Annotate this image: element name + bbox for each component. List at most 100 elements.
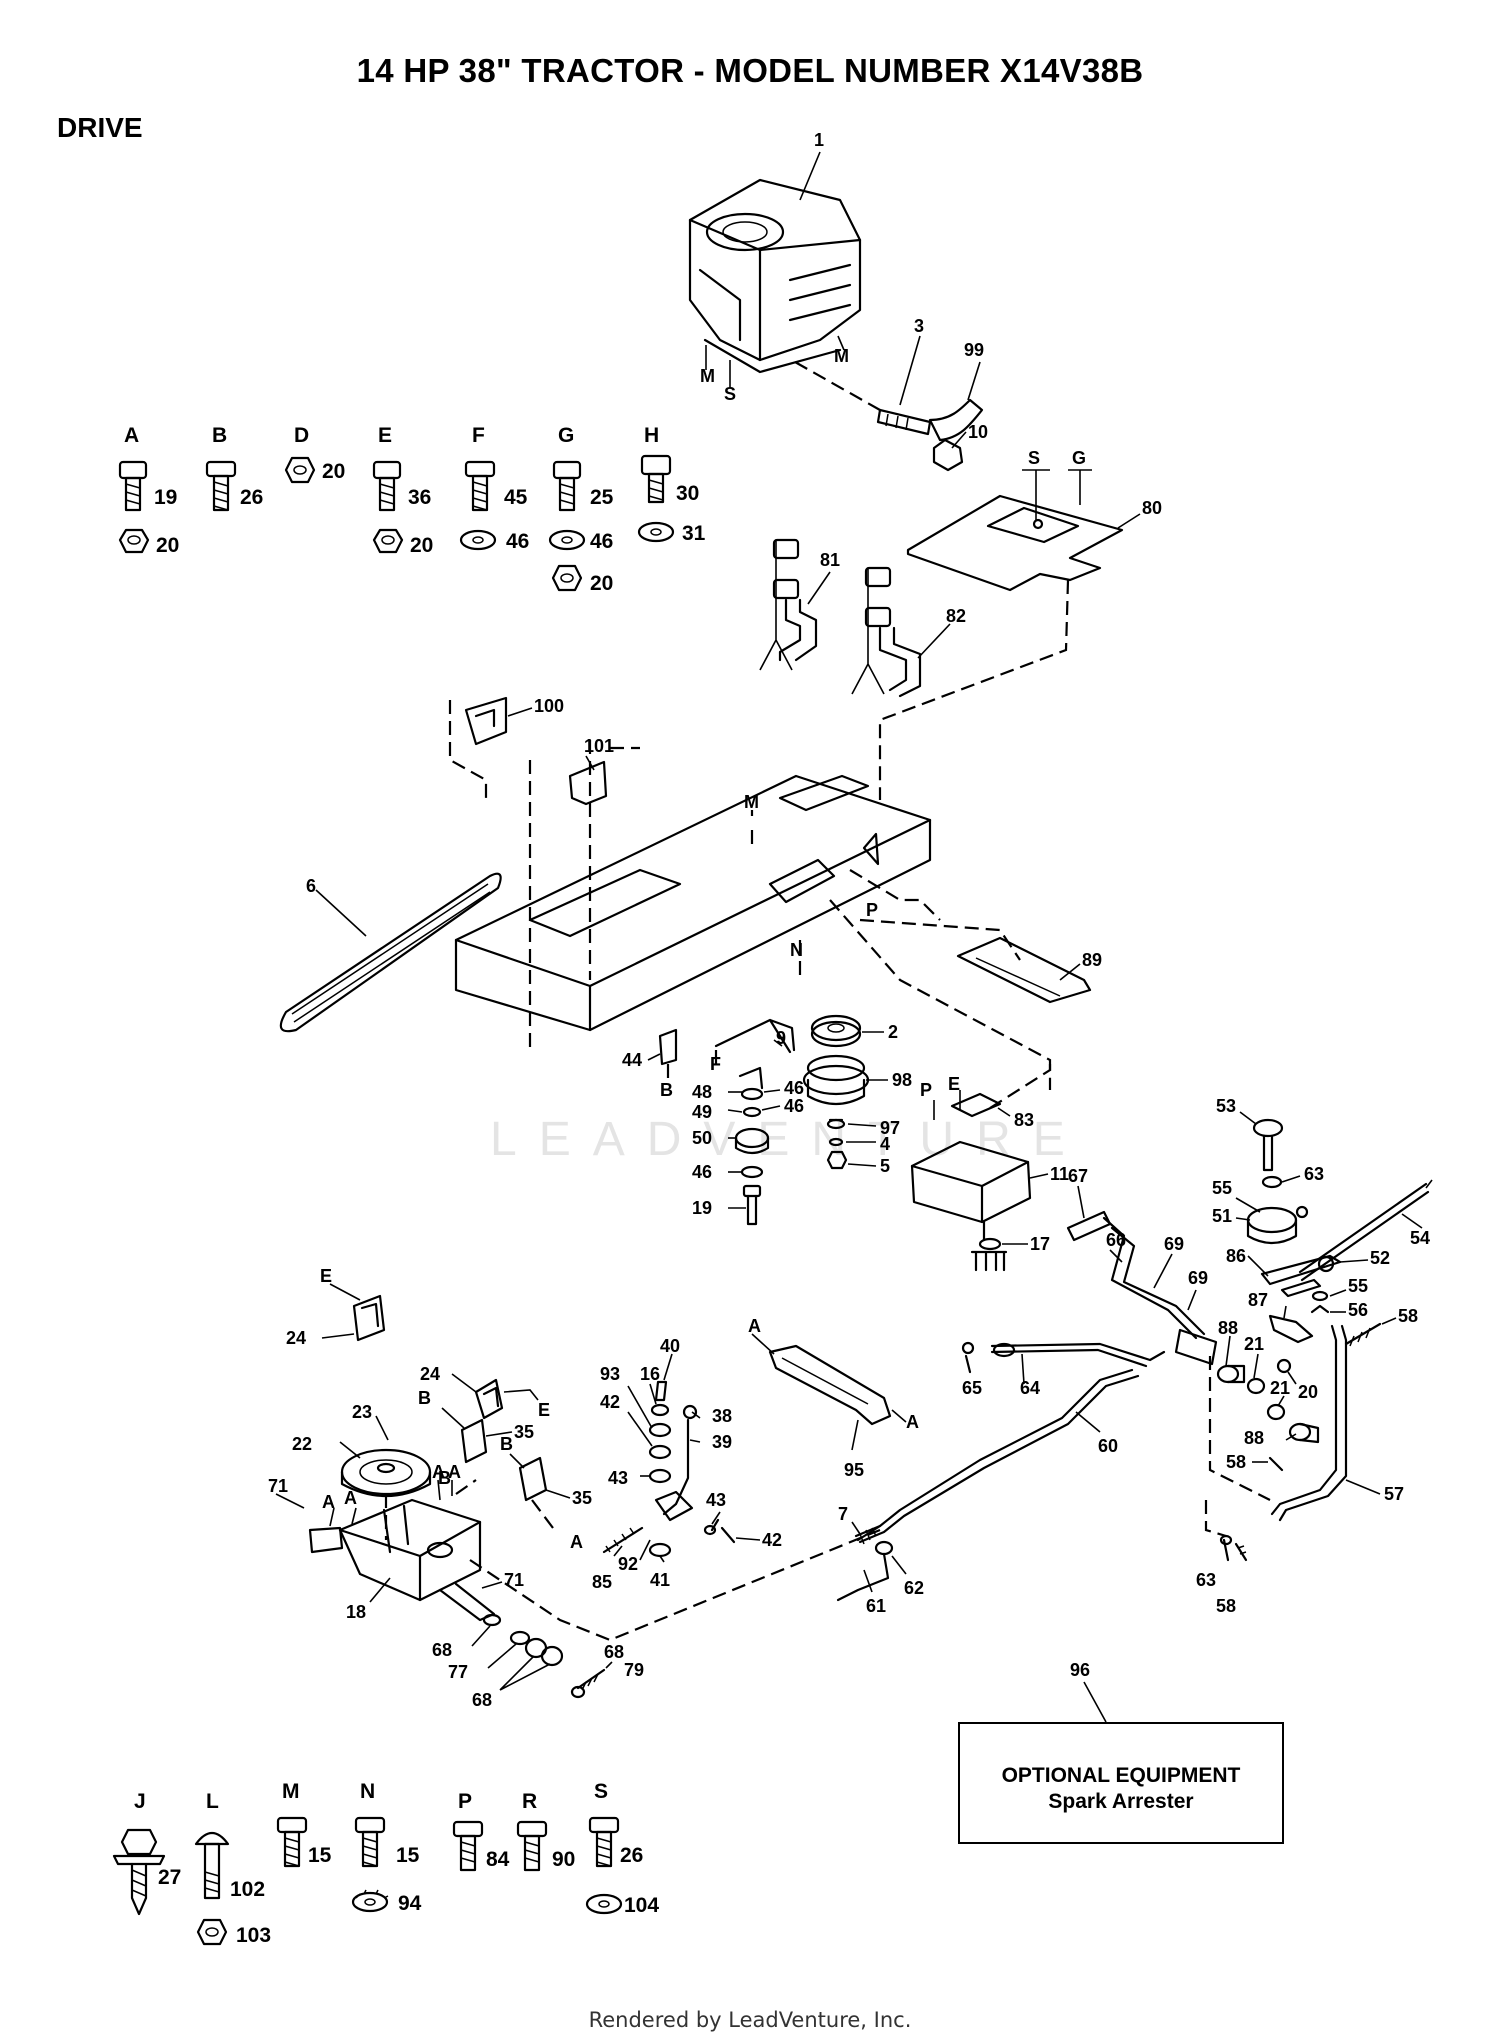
callout-83: 83 [1014,1110,1034,1130]
callout-letter-a-1: A [322,1492,335,1512]
callout-69-a: 69 [1164,1234,1184,1254]
callout-35-a: 35 [514,1422,534,1442]
pedal-hub-51 [1235,1197,1309,1245]
callout-35-b: 35 [572,1488,592,1508]
callout-39: 39 [712,1432,732,1452]
washer-icon [548,529,586,551]
key-part-n-1: 15 [396,1844,420,1867]
exhaust-pipe [876,335,984,472]
transaxle-pulley [339,1415,432,1540]
rod-64-65 [961,1341,1166,1385]
callout-56: 56 [1348,1300,1368,1320]
footer-credit: Rendered by LeadVenture, Inc. [588,2008,912,2032]
callout-80: 80 [1142,498,1162,518]
key-part-g-1: 25 [590,486,614,509]
washer-icon [459,529,497,551]
hardware-key-top: A 19 20 B 26 D 20 E [118,424,706,595]
callout-letter-b-3: A [570,1532,583,1552]
brackets-35 [441,1407,571,1533]
pedal-knob-53 [1239,1111,1301,1189]
washer-icon [585,1893,623,1915]
drive-belt [279,872,502,1033]
callout-letter-b-2: B [438,1468,451,1488]
key-letter-g: G [558,424,574,447]
callout-100: 100 [534,696,564,716]
callout-71-a: 71 [268,1476,288,1496]
bracket-24-lower [451,1373,539,1420]
callout-letter-m-2: M [834,346,849,366]
callout-63-a: 63 [1304,1164,1324,1184]
callout-4: 4 [880,1134,890,1154]
callout-11: 11 [1050,1164,1069,1184]
bolt-icon [640,454,672,504]
callout-letter-l-2: A [906,1412,919,1432]
spring-clip-55-56 [1280,1278,1347,1314]
optional-equipment-title: OPTIONAL EQUIPMENT [1001,1764,1241,1787]
key-letter-m: M [282,1780,300,1803]
callout-68-b: 68 [472,1690,492,1710]
key-part-e-1: 36 [408,486,431,509]
callout-46-a: 46 [784,1078,804,1098]
callout-98: 98 [892,1070,912,1090]
pin-58-a [1344,1317,1397,1347]
callout-20: 20 [1298,1382,1318,1402]
key-part-p-1: 84 [486,1848,510,1871]
callout-66: 66 [1106,1230,1126,1250]
key-part-g-3: 20 [590,572,613,595]
callout-9: 9 [776,1028,786,1048]
callout-50: 50 [692,1128,712,1148]
nut-icon [551,564,583,592]
callout-24-a: 24 [286,1328,306,1348]
optional-equipment-subtitle: Spark Arrester [1048,1790,1194,1813]
callout-96: 96 [1070,1660,1090,1680]
callout-77: 77 [448,1662,468,1682]
callout-48: 48 [692,1082,712,1102]
callout-61: 61 [866,1596,886,1616]
callout-55-b: 55 [1348,1276,1368,1296]
key-letter-s: S [594,1780,608,1803]
callout-57: 57 [1384,1484,1404,1504]
transaxle-18 [275,1479,881,1642]
callout-71-b: 71 [504,1570,524,1590]
cable-60 [854,1368,1140,1544]
bolt-icon [452,1820,484,1872]
bolt-icon [205,460,237,512]
key-part-n-2: 94 [398,1892,422,1915]
screw-icon [112,1828,166,1916]
hardware-key-bottom: J 27 L 102 103 M 15 N [112,1780,659,1947]
engine-pulley-stack [802,1014,888,1170]
callout-2: 2 [888,1022,898,1042]
key-part-s-1: 26 [620,1844,643,1867]
callout-letter-p-2: E [948,1074,960,1094]
key-letter-h: H [644,424,659,447]
callout-81: 81 [820,550,840,570]
callout-letter-s-2: G [1072,448,1086,468]
key-part-b-1: 26 [240,486,263,509]
callout-10: 10 [968,422,988,442]
key-letter-f: F [472,424,485,447]
idler-arm-assembly [714,1018,796,1226]
callout-letter-f: B [660,1080,673,1100]
axle-pin-68-79 [570,1661,613,1699]
callout-92: 92 [618,1554,638,1574]
lever-95 [751,1333,907,1451]
callout-68-c: 68 [604,1642,624,1662]
callout-79: 79 [624,1660,644,1680]
callout-5: 5 [880,1156,890,1176]
clutch-rod-66-67 [1066,1185,1218,1366]
callout-3: 3 [914,316,924,336]
callout-38: 38 [712,1406,732,1426]
callout-43-a: 43 [608,1468,628,1488]
key-letter-p: P [458,1790,472,1813]
bolt-icon [516,1820,548,1872]
callout-letter-a-4: A [448,1462,461,1482]
callout-55-a: 55 [1212,1178,1232,1198]
optional-equipment-box: OPTIONAL EQUIPMENT Spark Arrester [958,1722,1284,1844]
callout-40: 40 [660,1336,680,1356]
callout-18: 18 [346,1602,366,1622]
callout-letter-e-3: B [418,1388,431,1408]
bushing-88-21 [1216,1335,1297,1395]
lock-washer-icon [351,1889,389,1913]
callout-1: 1 [814,130,824,150]
key-part-a-2: 20 [156,534,179,557]
